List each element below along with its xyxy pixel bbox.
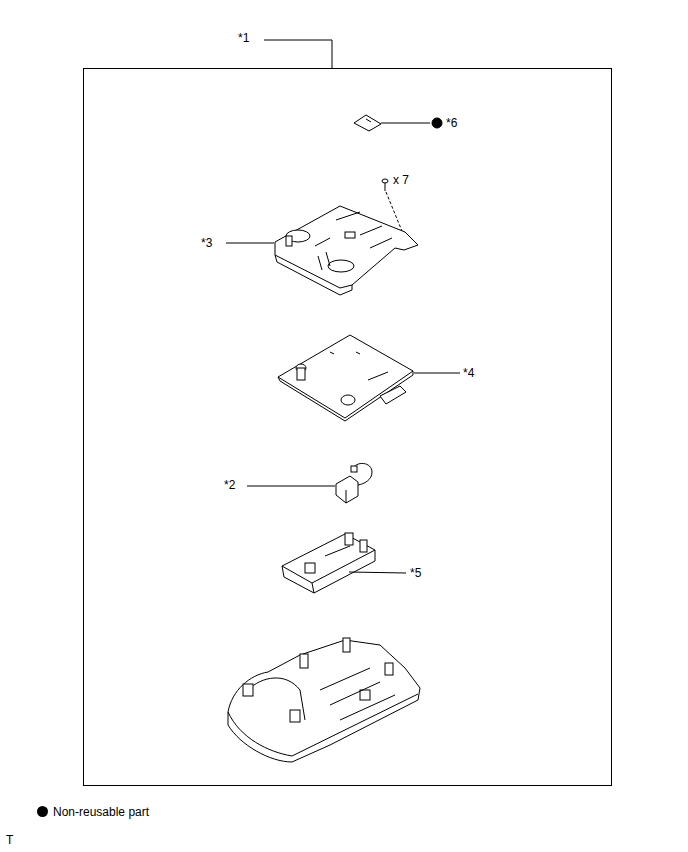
part-3-bracket	[275, 206, 418, 295]
leader-line	[247, 486, 335, 487]
callout-number: *4	[463, 366, 474, 380]
callout-number: *1	[238, 31, 249, 45]
page-mark: T	[6, 833, 13, 847]
housing	[228, 638, 420, 762]
leader-line	[264, 40, 332, 68]
quantity-label: x 7	[393, 173, 409, 187]
part-2-connector	[336, 463, 372, 503]
leader-line	[381, 123, 430, 124]
leader-line	[414, 373, 460, 374]
callout-number: *5	[410, 566, 421, 580]
legend-swatch	[37, 806, 48, 817]
assembly-frame	[84, 69, 612, 786]
non-reusable-mark	[432, 118, 442, 128]
leader-line	[349, 572, 406, 573]
callout-number: *6	[446, 116, 457, 130]
part-6	[354, 115, 381, 131]
leader-line	[226, 243, 274, 244]
legend-text: Non-reusable part	[53, 805, 149, 819]
callout-number: *3	[201, 236, 212, 250]
callout-number: *2	[224, 478, 235, 492]
part-4-board	[278, 335, 413, 421]
part-5-tray	[282, 533, 375, 593]
